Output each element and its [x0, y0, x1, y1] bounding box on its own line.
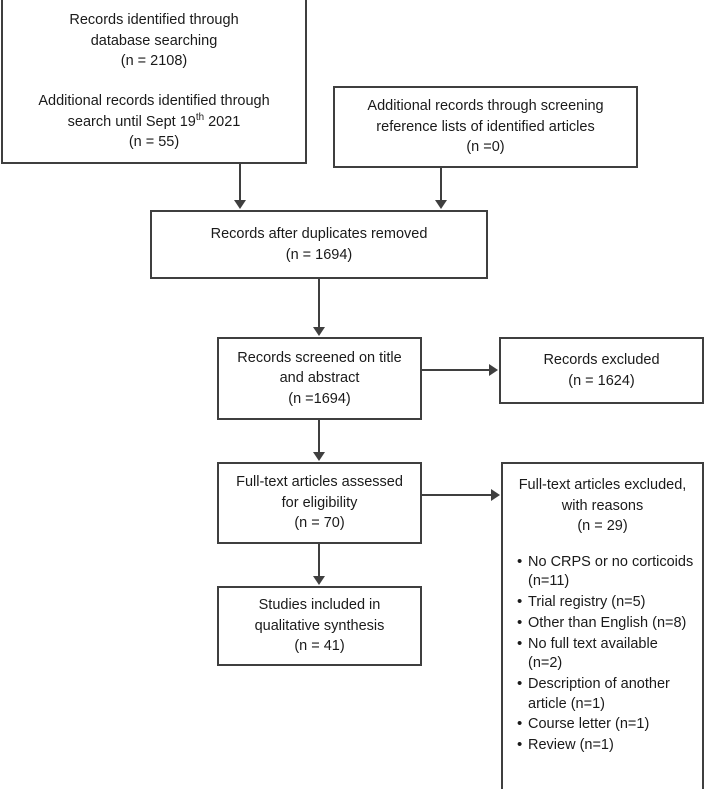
- connector-screened-to-excluded: [422, 369, 490, 371]
- node-records-after-duplicates-removed: Records after duplicates removed (n = 16…: [150, 210, 488, 279]
- connector-right-identification-vertical: [440, 168, 442, 202]
- list-item: Review (n=1): [517, 735, 696, 756]
- node-count: (n = 55): [128, 134, 180, 151]
- node-line: qualitative synthesis: [254, 617, 385, 634]
- node-count: (n = 41): [294, 638, 345, 655]
- list-item: No CRPS or no corticoids (n=11): [517, 552, 696, 592]
- node-line: and abstract: [279, 370, 360, 387]
- node-line: Studies included in: [258, 597, 381, 614]
- node-line-post: 2021: [204, 113, 241, 130]
- list-item: Trial registry (n=5): [517, 592, 696, 613]
- node-records-screened: Records screened on title and abstract (…: [217, 337, 422, 420]
- node-studies-included: Studies included in qualitative synthesi…: [217, 586, 422, 666]
- list-item: Description of another article (n=1): [517, 674, 696, 714]
- node-line-with-superscript: search until Sept 19th 2021: [68, 112, 241, 133]
- node-line: with reasons: [561, 497, 644, 514]
- node-line: Additional records identified through: [38, 93, 270, 110]
- list-item: No full text available (n=2): [517, 634, 696, 674]
- list-item: Course letter (n=1): [517, 714, 696, 735]
- connector-fulltext-to-included: [318, 544, 320, 578]
- node-count: (n = 2108): [120, 53, 188, 70]
- list-item: Other than English (n=8): [517, 613, 696, 634]
- node-count: (n = 1624): [568, 372, 635, 389]
- ordinal-superscript: th: [195, 111, 205, 123]
- node-line: database searching: [90, 32, 218, 49]
- arrowhead-fulltext-excluded: [491, 489, 500, 501]
- node-line: Full-text articles excluded,: [518, 477, 687, 493]
- node-additional-records-reference-screening: Additional records through screening ref…: [333, 86, 638, 168]
- node-records-excluded: Records excluded (n = 1624): [499, 337, 704, 404]
- connector-fulltext-to-excluded: [422, 494, 492, 496]
- node-count: (n =0): [466, 139, 505, 156]
- node-count: (n = 1694): [285, 246, 353, 263]
- node-fulltext-assessed: Full-text articles assessed for eligibil…: [217, 462, 422, 544]
- node-line-pre: search until Sept 19: [67, 113, 196, 130]
- node-line: Records screened on title: [237, 349, 402, 366]
- node-line: Additional records through screening: [367, 98, 604, 115]
- node-line: Records after duplicates removed: [210, 225, 428, 242]
- node-count: (n = 70): [294, 515, 345, 532]
- node-line: Records excluded: [543, 351, 660, 368]
- arrowhead-right-identification: [435, 200, 447, 209]
- node-line: Full-text articles assessed: [236, 474, 403, 491]
- exclusion-reasons-list: No CRPS or no corticoids (n=11) Trial re…: [503, 552, 702, 757]
- arrowhead-records-excluded: [489, 364, 498, 376]
- node-line: for eligibility: [281, 494, 358, 511]
- arrowhead-screened: [313, 327, 325, 336]
- node-line: Records identified through: [69, 12, 239, 29]
- node-records-identified-database: Records identified through database sear…: [1, 0, 307, 84]
- fulltext-excluded-header: Full-text articles excluded, with reason…: [503, 464, 702, 537]
- arrowhead-fulltext: [313, 452, 325, 461]
- node-count: (n = 29): [577, 518, 628, 535]
- arrowhead-left-identification: [234, 200, 246, 209]
- node-count: (n =1694): [288, 390, 351, 407]
- arrowhead-included: [313, 576, 325, 585]
- connector-screened-to-fulltext: [318, 420, 320, 454]
- node-fulltext-excluded-with-reasons: Full-text articles excluded, with reason…: [501, 462, 704, 789]
- node-line: reference lists of identified articles: [376, 118, 595, 135]
- node-additional-records-search-update: Additional records identified through se…: [1, 82, 307, 164]
- connector-duplicates-to-screened: [318, 279, 320, 329]
- connector-left-identification-vertical: [239, 164, 241, 202]
